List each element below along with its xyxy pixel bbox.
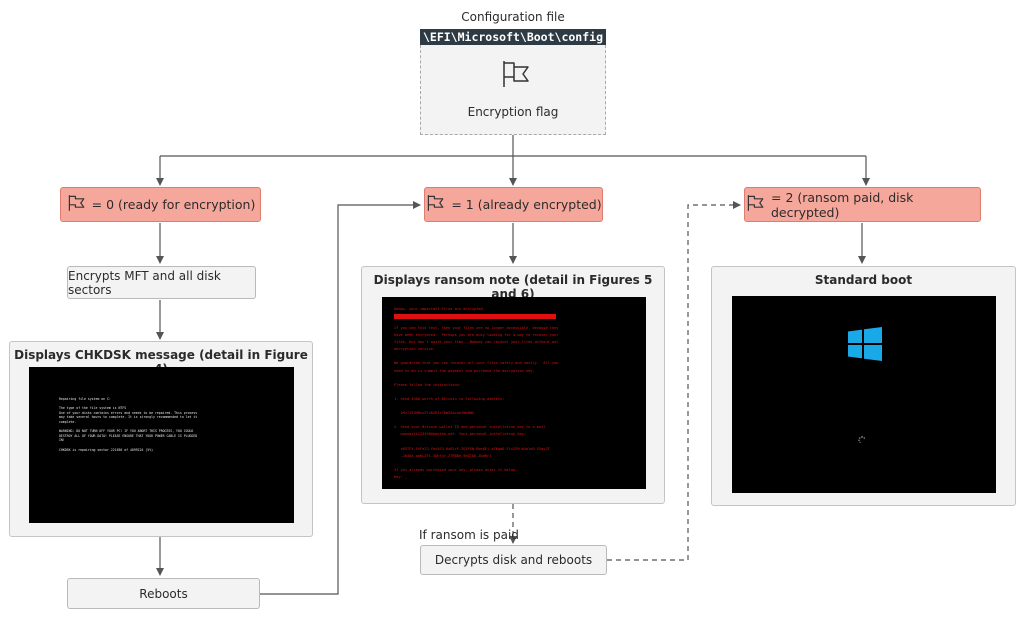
chkdsk-screen-line: The type of the file system is NTFS [59,406,127,411]
if-ransom-paid-label: If ransom is paid [419,528,519,542]
standard-boot-panel: Standard boot [711,266,1016,506]
flag-state-label: = 1 (already encrypted) [451,197,602,212]
ransom-note-panel: Displays ransom note (detail in Figures … [361,266,665,504]
chkdsk-screen-text: Repairing file system on C: The type of … [59,397,197,452]
reboots-step: Reboots [67,578,260,609]
ransom-header-bar: Ooops, your important files are encrypte… [394,307,556,319]
ransom-screen-line: Please follow the instructions: [394,382,462,387]
windows-boot-screenshot [732,296,996,493]
chkdsk-screen-line: WARNING: DO NOT TURN OFF YOUR PC! IF YOU… [59,429,194,434]
standard-boot-title: Standard boot [814,273,913,287]
chkdsk-screen-line: Repairing file system on C: [59,397,111,401]
ransom-screen-line: We guarantee that you can recover all yo… [394,361,559,366]
ransom-note-screenshot: Ooops, your important files are encrypte… [382,297,646,489]
ransom-screen-line [394,417,558,424]
flag-state-2: = 2 (ransom paid, disk decrypted) [744,187,981,222]
ransom-screen-line: need to do is submit the payment and pur… [394,368,535,373]
ransom-screen-line [394,389,558,396]
chkdsk-screen-line: CHKDSK is repairing sector 221656 of 409… [59,447,154,452]
ransom-screen-line: -Jb4Ka-pqKLZF1-4Uhf4r-Z7M8Be-9dGT8Q-ZbdH… [394,453,492,458]
ransom-screen-line: If you see this text, then your files ar… [394,326,559,330]
ransom-screen-text: If you see this text, then your files ar… [394,325,558,481]
ransom-screen-line: If you already purchased your key, pleas… [394,467,518,472]
chkdsk-screen-line: DESTROY ALL OF YOUR DATA! PLEASE ENSURE … [59,433,198,438]
chkdsk-screen-line: complete. [59,419,77,424]
ransom-header-text: Ooops, your important files are encrypte… [394,307,485,311]
ransom-screen-line: have been encrypted. Perhaps you are bus… [394,333,559,338]
ransom-screen-line: zBGTF4-5VFa23-Ybs5S3-RuB1rF-ZQ3PGN-Rbe8E… [394,446,550,451]
ransom-screen-line: decryption service. [394,347,436,352]
flag-state-label: = 2 (ransom paid, disk decrypted) [771,189,914,220]
windows-logo-icon [848,327,882,365]
chkdsk-screen-line: may take several hours to complete. It i… [59,415,198,420]
config-file-box: Encryption flag [420,45,606,135]
encrypt-mft-step: Encrypts MFT and all disk sectors [67,266,256,299]
chkdsk-screen-line: IN! [59,438,65,443]
ransom-screen-line: 1Mz7153HMuxXTuR2R1t78mGSdzaAtNbBWX [394,411,475,416]
flag-state-label: = 0 (ready for encryption) [91,197,256,212]
flag-state-1: = 1 (already encrypted) [424,187,603,222]
ransom-screen-line [394,353,558,360]
flag-icon [499,59,531,93]
ransom-screen-line [394,375,558,382]
ransom-screen-line: Key: _ [394,474,407,479]
flag-icon [425,194,451,215]
encryption-flag-label: Encryption flag [467,105,559,119]
ransom-screen-line [394,403,558,410]
ransom-screen-line: 1. Send $300 worth of Bitcoin to followi… [394,396,505,401]
config-title: Configuration file [461,10,565,24]
decrypts-disk-step: Decrypts disk and reboots [420,545,607,575]
flag-icon [66,194,92,215]
flag-icon [745,194,771,215]
config-path: \EFI\Microsoft\Boot\config [420,29,606,45]
chkdsk-panel: Displays CHKDSK message (detail in Figur… [9,341,313,537]
ransom-screen-line [394,460,558,467]
ransom-screen-line: 2. Send your Bitcoin wallet ID and perso… [394,425,546,430]
chkdsk-screenshot: Repairing file system on C: The type of … [29,367,294,523]
flag-state-0: = 0 (ready for encryption) [60,187,261,222]
loading-spinner-icon [858,429,866,448]
ransom-screen-line: wowsmith123456@posteo.net. Your personal… [394,432,526,437]
ransom-screen-line: files, but don't waste your time. Nobody… [394,340,559,345]
chkdsk-screen-line: One of your disks contains errors and ne… [59,410,198,415]
ransom-screen-line [394,439,558,446]
